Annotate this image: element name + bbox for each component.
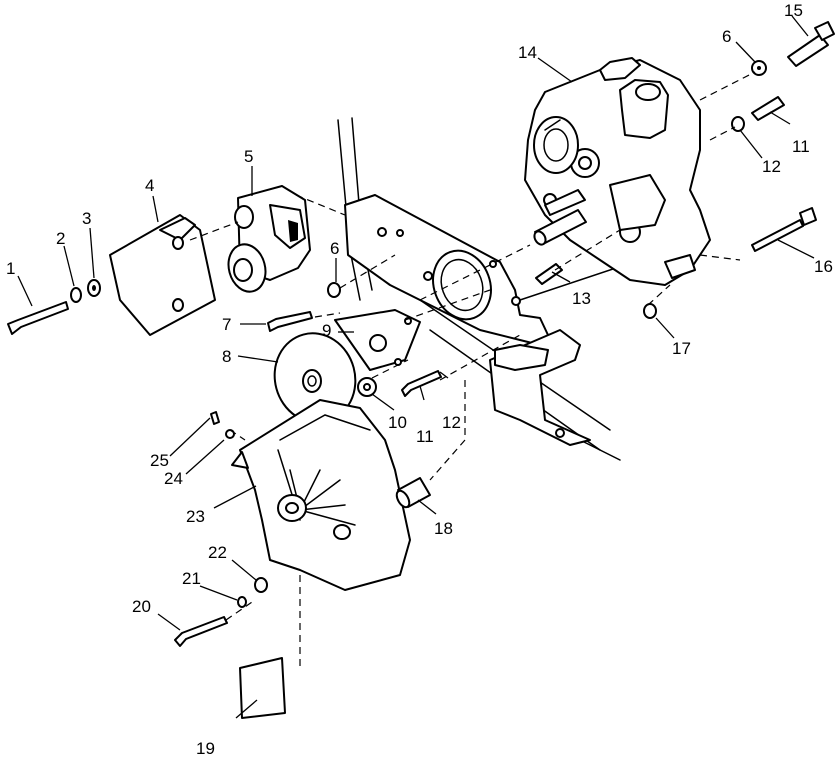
callout-11: 11 — [416, 427, 434, 446]
callout-13: 13 — [572, 289, 591, 308]
callout-23: 23 — [186, 507, 205, 526]
frame-bracket — [489, 329, 591, 446]
callout-15: 15 — [784, 1, 803, 20]
callout-7: 7 — [222, 315, 231, 334]
motor — [227, 185, 311, 293]
hardware — [7, 21, 835, 647]
callout-labels: 1 2 3 4 5 6 6 7 8 9 10 11 11 12 12 13 14… — [6, 1, 833, 757]
mounting-plate — [344, 194, 549, 346]
callout-14: 14 — [518, 43, 537, 62]
gearcase-shafts — [533, 189, 587, 246]
callout-10: 10 — [388, 413, 407, 432]
callout-11: 11 — [792, 137, 810, 156]
callout-12: 12 — [762, 157, 781, 176]
callout-6: 6 — [330, 239, 339, 258]
spacer — [395, 477, 431, 509]
callout-2: 2 — [56, 229, 65, 248]
callout-18: 18 — [434, 519, 453, 538]
callout-6: 6 — [722, 27, 731, 46]
callout-9: 9 — [322, 321, 331, 340]
callout-19: 19 — [196, 739, 215, 757]
callout-25: 25 — [150, 451, 169, 470]
cover-plate — [109, 214, 216, 336]
callout-12: 12 — [442, 413, 461, 432]
assembly-lines — [189, 71, 756, 668]
callout-24: 24 — [164, 469, 183, 488]
callout-5: 5 — [244, 147, 253, 166]
callout-17: 17 — [672, 339, 691, 358]
callout-3: 3 — [82, 209, 91, 228]
callout-8: 8 — [222, 347, 231, 366]
leader-lines — [17, 15, 815, 719]
small-bracket — [334, 309, 421, 371]
callout-21: 21 — [182, 569, 201, 588]
callout-22: 22 — [208, 543, 227, 562]
gearcase — [524, 57, 711, 286]
decal — [239, 657, 286, 719]
callout-1: 1 — [6, 259, 15, 278]
callout-4: 4 — [145, 176, 154, 195]
callout-20: 20 — [132, 597, 151, 616]
belt-guard — [231, 399, 411, 591]
callout-16: 16 — [814, 257, 833, 276]
